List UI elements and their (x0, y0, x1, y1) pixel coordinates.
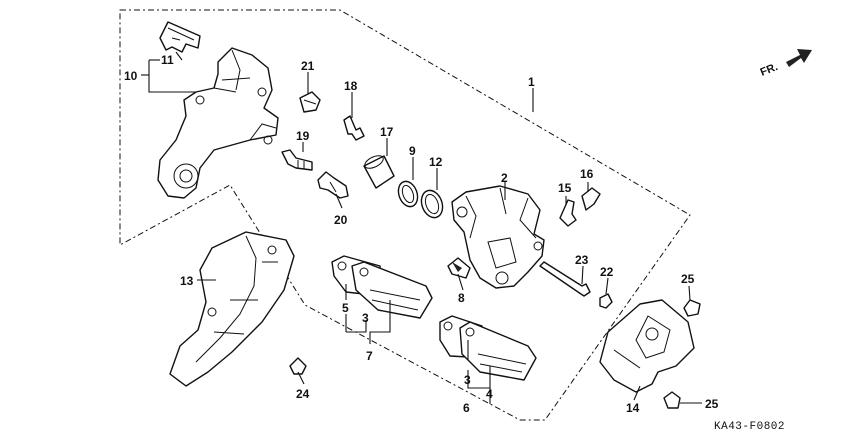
part-10-caliper-bracket (157, 47, 279, 199)
part-8-pad-spring (447, 257, 471, 279)
front-arrow-icon (786, 49, 812, 67)
part-9-piston-seal (397, 180, 419, 208)
part-22-nut (599, 293, 613, 309)
part-16-clip (581, 187, 601, 211)
callout-5: 5 (342, 301, 349, 315)
part-25-bolt-upper (683, 299, 701, 317)
part-23-pin (539, 261, 591, 297)
callout-labels: 1 2 3 3 4 5 6 7 8 9 10 11 12 13 14 15 16… (124, 53, 719, 415)
part-24-screw (289, 357, 307, 375)
callout-12: 12 (429, 155, 443, 169)
part-17-piston (363, 155, 395, 189)
callout-14: 14 (626, 401, 640, 415)
diagram-code: KA43-F0802 (714, 421, 785, 433)
part-15-bleeder-screw (559, 199, 577, 227)
part-7-brake-pad-set (331, 255, 433, 319)
callout-3-upper: 3 (362, 311, 369, 325)
part-2-caliper-body (451, 185, 545, 289)
callout-1: 1 (528, 75, 535, 89)
callout-11: 11 (161, 53, 174, 67)
callout-4: 4 (486, 387, 493, 401)
callout-23: 23 (575, 253, 589, 267)
part-11-retainer-clip (159, 21, 201, 53)
callout-25-upper: 25 (681, 272, 695, 286)
part-25-bolt-lower (663, 391, 681, 409)
front-direction-label: FR. (759, 61, 780, 79)
callout-3-lower: 3 (464, 373, 471, 387)
leader-lines (141, 51, 702, 404)
callout-7: 7 (366, 349, 373, 363)
assembly-boundary-outline (119, 9, 691, 421)
front-direction-indicator: FR. (759, 49, 812, 79)
callout-13: 13 (180, 274, 194, 288)
callout-8: 8 (458, 291, 465, 305)
callout-22: 22 (600, 265, 614, 279)
part-12-dust-seal (420, 189, 444, 219)
part-18-pin-bolt (343, 115, 365, 141)
part-19-pin-bolt (281, 149, 313, 171)
callout-15: 15 (558, 181, 572, 195)
callout-6: 6 (463, 401, 470, 415)
callout-25-lower: 25 (705, 397, 719, 411)
part-20-bolt (317, 171, 349, 199)
part-21-cap (299, 91, 321, 113)
callout-21: 21 (301, 59, 315, 73)
callout-24: 24 (296, 387, 310, 401)
callout-9: 9 (409, 144, 416, 158)
callout-16: 16 (580, 167, 594, 181)
callout-17: 17 (380, 125, 394, 139)
callout-10: 10 (124, 69, 138, 83)
callout-20: 20 (334, 213, 348, 227)
part-14-caliper-guard (599, 299, 695, 393)
part-6-brake-pad-set (439, 315, 537, 381)
callout-18: 18 (344, 79, 358, 93)
callout-19: 19 (296, 129, 310, 143)
callout-2: 2 (501, 171, 508, 185)
part-13-disc-guard (169, 231, 295, 387)
